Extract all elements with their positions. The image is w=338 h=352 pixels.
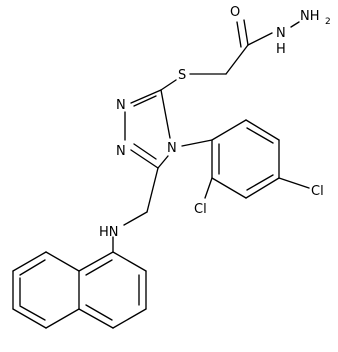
bond-ar4-ar5 bbox=[245, 177, 280, 199]
bond-nap7-nap8 bbox=[12, 251, 47, 272]
atom-labels: O N H NH 2 S N N N Cl Cl HN bbox=[99, 5, 331, 240]
bond-n1-c5 bbox=[130, 149, 159, 169]
bond-ar4-cl bbox=[278, 177, 310, 189]
bond-n4-aryl bbox=[181, 139, 213, 147]
atom-amine-hn: HN bbox=[99, 225, 119, 240]
bond-ch2-hn bbox=[123, 211, 148, 226]
atom-chlorine-ortho: Cl bbox=[194, 202, 207, 217]
atom-nitrogen-n1: N bbox=[116, 144, 126, 159]
atom-nitrogen-n2: N bbox=[116, 98, 126, 113]
bond-nap7-nap8-inner bbox=[19, 259, 46, 276]
bond-ar5-ar6 bbox=[211, 177, 247, 199]
bond-c3-n2-double bbox=[133, 95, 157, 107]
bond-c-nh bbox=[247, 32, 273, 46]
atom-sulfur: S bbox=[178, 68, 186, 83]
bonds bbox=[12, 19, 310, 329]
bond-nap4-nap5 bbox=[112, 308, 147, 329]
bond-ar1-ar2 bbox=[211, 119, 247, 141]
bond-carbonyl-a bbox=[243, 19, 249, 46]
atom-hydrogen-nh: H bbox=[276, 42, 286, 57]
bond-c5-n4 bbox=[157, 155, 169, 169]
atom-chlorine-para: Cl bbox=[311, 184, 324, 199]
atom-amine-nh2: NH bbox=[300, 9, 320, 24]
bond-ar2-ar3-inner bbox=[246, 127, 274, 144]
bond-nap1-nap2 bbox=[78, 251, 114, 272]
bond-ar4-ar5-inner bbox=[246, 174, 274, 191]
bond-nap2-nap7 bbox=[45, 251, 80, 272]
atom-amine-subscript: 2 bbox=[325, 17, 331, 27]
bond-nap3-nap4 bbox=[78, 308, 114, 329]
bond-nap10-nap3 bbox=[45, 308, 80, 329]
bond-nap3-nap4-inner bbox=[85, 304, 113, 321]
bond-c-ch2 bbox=[225, 44, 249, 75]
bond-nap1-nap2-inner bbox=[85, 259, 113, 276]
atom-nitrogen-nh: N bbox=[276, 26, 286, 41]
bond-c3-n2 bbox=[130, 89, 162, 104]
bond-carbonyl-b bbox=[236, 21, 242, 48]
bond-c5-ch2 bbox=[146, 167, 159, 213]
bond-s-c3 bbox=[160, 79, 177, 91]
atom-nitrogen-n4: N bbox=[167, 141, 177, 156]
bond-n4-c3 bbox=[160, 89, 171, 139]
bond-nap6-nap1 bbox=[112, 251, 147, 272]
bond-nap9-nap10 bbox=[12, 308, 47, 329]
bond-nap9-nap10-inner bbox=[19, 305, 46, 321]
bond-nh-nh2 bbox=[290, 21, 300, 28]
bond-ar6-cl bbox=[204, 177, 213, 199]
atom-oxygen: O bbox=[230, 5, 240, 20]
bond-n1-c5-double bbox=[133, 143, 157, 160]
bond-ar2-ar3 bbox=[245, 119, 280, 141]
